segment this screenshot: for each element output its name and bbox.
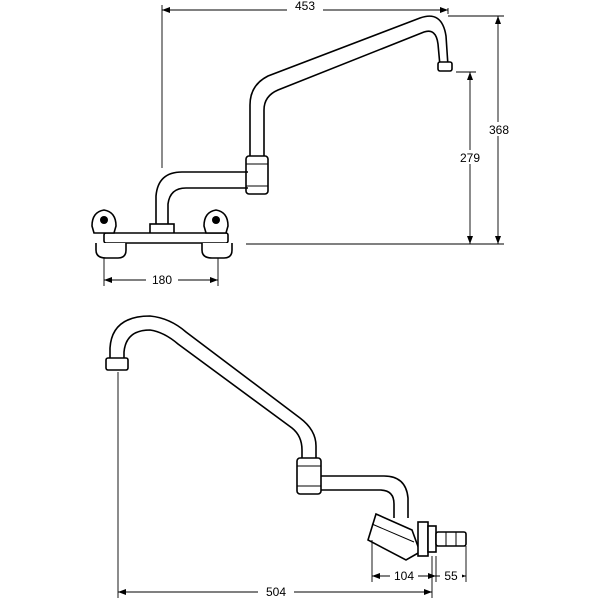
- swivel-collar-side: [296, 457, 322, 495]
- dim-label-180: 180: [152, 273, 172, 287]
- riser-neck-side-inner: [321, 489, 395, 518]
- body-riser-neck: [155, 171, 248, 226]
- mixer-body-side-detail: [371, 523, 415, 543]
- swivel-spout: [249, 15, 449, 165]
- left-handle-indicator: [100, 216, 108, 224]
- arrow-279-top: [467, 72, 473, 80]
- side-elevation-view: 504 104 55: [105, 315, 467, 599]
- left-wall-union: [95, 243, 127, 259]
- label-bg-504: [258, 584, 294, 598]
- label-bg-55: [440, 568, 462, 582]
- body-riser-neck-inner: [167, 187, 248, 226]
- mixer-bar: [103, 232, 229, 244]
- arrow-368-bottom: [495, 236, 501, 244]
- dim-label-504: 504: [266, 585, 286, 599]
- arrow-104-left: [372, 573, 380, 579]
- dim-label-453: 453: [295, 0, 315, 13]
- dim-label-279: 279: [460, 151, 480, 165]
- dim-label-368: 368: [489, 123, 509, 137]
- arrow-180-left: [104, 277, 112, 283]
- right-handle-indicator: [212, 216, 220, 224]
- label-bg-453: [287, 0, 323, 12]
- arrow-368-top: [495, 16, 501, 24]
- arrow-453-left: [162, 7, 170, 13]
- arrow-504-right: [424, 589, 432, 595]
- arrow-180-right: [210, 277, 218, 283]
- swivel-collar: [245, 155, 269, 195]
- swivel-spout-inner: [263, 30, 441, 160]
- arrow-504-left: [118, 589, 126, 595]
- wall-tail-side: [435, 531, 467, 547]
- label-bg-368: [485, 122, 515, 136]
- spout-outlet-side: [105, 357, 129, 371]
- label-bg-279: [454, 150, 486, 164]
- wall-flange-side: [417, 521, 429, 557]
- label-bg-104: [390, 568, 418, 582]
- arrow-104-right: [428, 573, 436, 579]
- swivel-spout-side-inner: [123, 329, 303, 466]
- mixer-body-side: [367, 512, 421, 561]
- right-wall-union: [201, 243, 233, 259]
- arrow-453-right: [440, 7, 448, 13]
- front-elevation-view: 453 368 279 180: [91, 0, 515, 287]
- arrow-279-bottom: [467, 236, 473, 244]
- label-bg-180: [146, 272, 178, 286]
- swivel-spout-side: [109, 315, 317, 466]
- dim-label-104: 104: [394, 569, 414, 583]
- riser-neck-side: [321, 475, 409, 518]
- spout-outlet-aerator: [437, 61, 453, 72]
- wall-flange-side-2: [427, 525, 437, 553]
- dim-label-55: 55: [444, 569, 458, 583]
